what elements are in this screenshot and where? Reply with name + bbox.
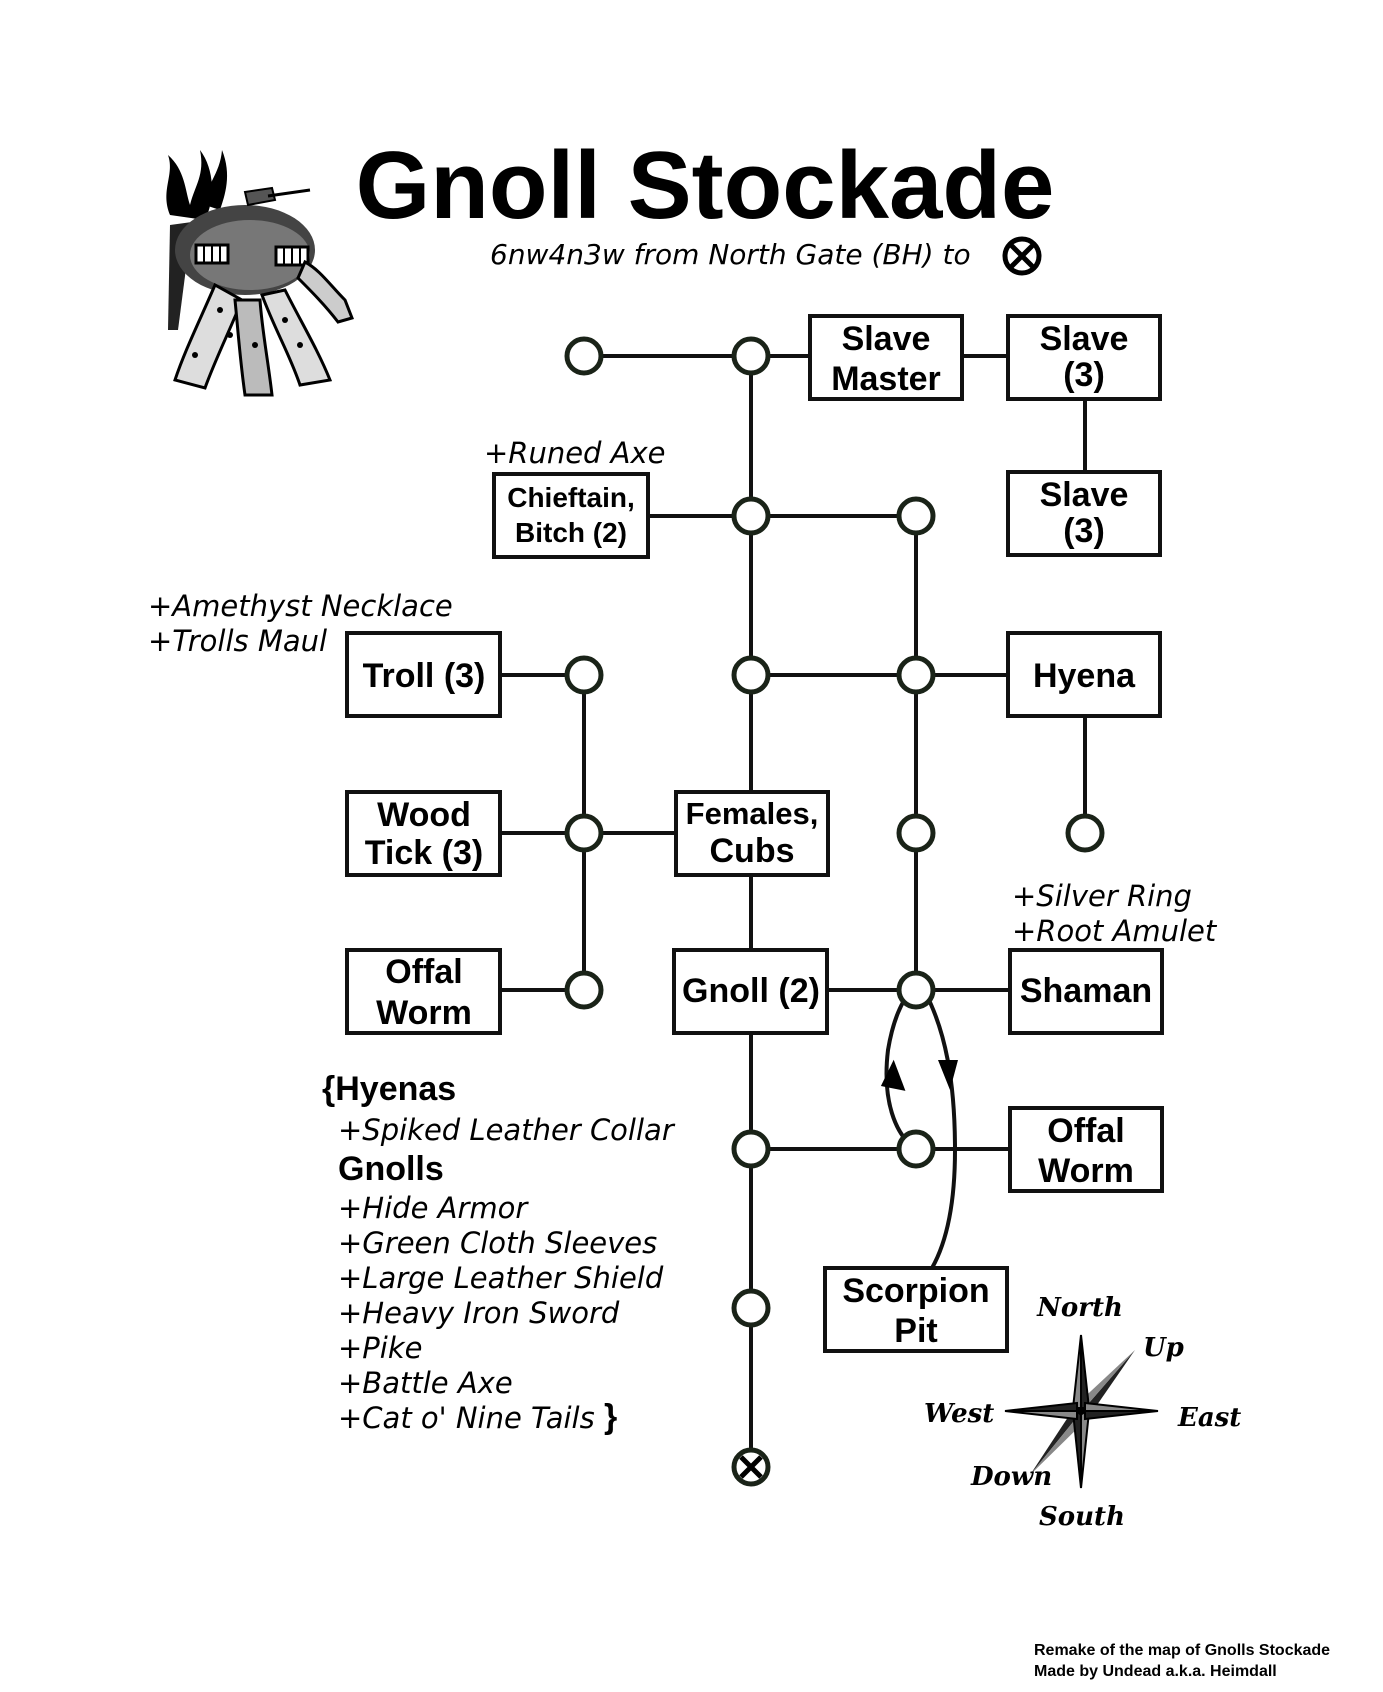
compass-down: Down — [970, 1462, 1052, 1492]
room-node — [896, 655, 936, 695]
svg-text:Chieftain,: Chieftain, — [507, 482, 635, 513]
gnoll-illustration — [166, 150, 354, 397]
svg-text:Tick (3): Tick (3) — [365, 834, 483, 872]
loot-trolls-maul: +Trolls Maul — [148, 624, 327, 658]
room-slave-top: Slave (3) — [1006, 314, 1162, 401]
room-node — [564, 813, 604, 853]
svg-text:Pit: Pit — [894, 1312, 937, 1350]
loot-runed-axe: +Runed Axe — [484, 436, 666, 470]
room-node — [731, 1288, 771, 1328]
loot-silver-ring: +Silver Ring — [1012, 879, 1192, 913]
svg-text:Slave: Slave — [1040, 476, 1129, 514]
svg-text:Wood: Wood — [377, 796, 471, 834]
svg-text:Slave: Slave — [842, 320, 931, 358]
room-node — [731, 1129, 771, 1169]
svg-text:Worm: Worm — [1038, 1152, 1134, 1190]
room-troll: Troll (3) — [345, 631, 502, 718]
page-title: Gnoll Stockade — [356, 132, 1055, 239]
room-node — [564, 336, 604, 376]
close-brace: } — [604, 1398, 617, 1436]
compass-rose-icon — [1004, 1334, 1159, 1489]
loot-amethyst-necklace: +Amethyst Necklace — [148, 589, 453, 623]
room-offal-worm-right: Offal Worm — [1008, 1106, 1164, 1193]
loot-root-amulet: +Root Amulet — [1012, 914, 1218, 948]
svg-text:Gnoll (2): Gnoll (2) — [682, 972, 820, 1010]
drop-item: +Large Leather Shield — [338, 1261, 664, 1295]
compass-up: Up — [1143, 1333, 1184, 1363]
room-females-cubs: Females, Cubs — [674, 790, 830, 877]
svg-text:Slave: Slave — [1040, 320, 1129, 358]
room-node — [1065, 813, 1105, 853]
drop-item: +Spiked Leather Collar — [338, 1113, 676, 1147]
room-node — [896, 970, 936, 1010]
credit-line: Remake of the map of Gnolls Stockade — [1034, 1642, 1330, 1659]
room-shaman: Shaman — [1008, 948, 1164, 1035]
svg-text:(3): (3) — [1063, 356, 1105, 394]
room-node — [896, 496, 936, 536]
gnolls-heading: Gnolls — [338, 1150, 444, 1188]
svg-text:Females,: Females, — [686, 796, 819, 831]
room-scorpion-pit: Scorpion Pit — [823, 1266, 1009, 1353]
svg-text:Troll (3): Troll (3) — [363, 657, 486, 695]
svg-text:Worm: Worm — [376, 994, 472, 1032]
svg-text:Shaman: Shaman — [1020, 972, 1152, 1010]
svg-text:(3): (3) — [1063, 512, 1105, 550]
compass-south: South — [1039, 1502, 1125, 1532]
room-node — [731, 655, 771, 695]
directions-text: 6nw4n3w from North Gate (BH) to — [490, 238, 971, 271]
svg-text:Offal: Offal — [1047, 1112, 1124, 1150]
room-node — [731, 336, 771, 376]
drop-item: +Cat o' Nine Tails — [338, 1401, 595, 1435]
room-gnoll: Gnoll (2) — [672, 948, 829, 1035]
room-slave-mid: Slave (3) — [1006, 470, 1162, 557]
compass-east: East — [1177, 1403, 1241, 1433]
svg-text:Offal: Offal — [385, 953, 462, 991]
drop-item: +Hide Armor — [338, 1191, 529, 1225]
credit-line: Made by Undead a.k.a. Heimdall — [1034, 1663, 1277, 1680]
target-marker-icon — [731, 1447, 771, 1487]
drops-list: {Hyenas +Spiked Leather Collar Gnolls +H… — [322, 1070, 676, 1436]
svg-text:Scorpion: Scorpion — [842, 1272, 989, 1310]
drop-item: +Green Cloth Sleeves — [338, 1226, 657, 1260]
map-edges — [500, 354, 1087, 1467]
room-node — [731, 496, 771, 536]
svg-text:Bitch (2): Bitch (2) — [515, 517, 627, 548]
scorpion-pit-arrows — [880, 988, 958, 1269]
room-slave-master: Slave Master — [808, 314, 964, 401]
hyenas-heading: {Hyenas — [322, 1070, 456, 1108]
svg-text:Cubs: Cubs — [710, 832, 795, 870]
room-hyena: Hyena — [1006, 631, 1162, 718]
room-node — [896, 813, 936, 853]
map-nodes — [564, 336, 1105, 1328]
room-node — [564, 655, 604, 695]
room-offal-worm-left: Offal Worm — [345, 948, 502, 1035]
compass-west: West — [924, 1399, 994, 1429]
svg-text:Hyena: Hyena — [1033, 657, 1136, 695]
room-chieftain: Chieftain, Bitch (2) — [492, 472, 650, 559]
room-node — [896, 1129, 936, 1169]
drop-item: +Pike — [338, 1331, 422, 1365]
svg-text:Master: Master — [831, 360, 941, 398]
target-marker-icon — [1002, 236, 1042, 276]
room-node — [564, 970, 604, 1010]
compass-north: North — [1036, 1293, 1123, 1323]
drop-item: +Heavy Iron Sword — [338, 1296, 620, 1330]
room-wood-tick: Wood Tick (3) — [345, 790, 502, 877]
drop-item: +Battle Axe — [338, 1366, 513, 1400]
